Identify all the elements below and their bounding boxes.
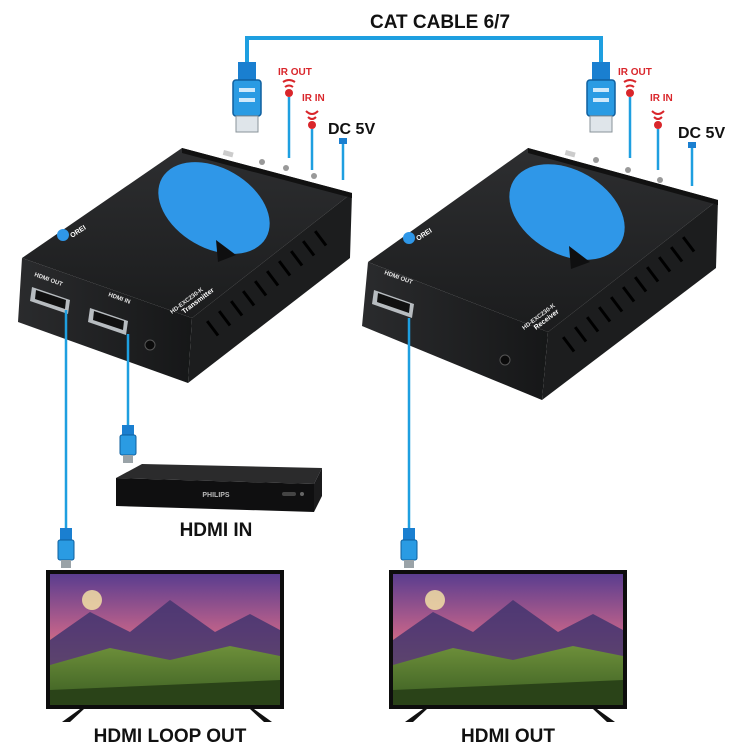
transmitter-hdmi-loop-port: [30, 287, 70, 314]
hdmi-cable-in: [119, 334, 137, 463]
dc-plug-icon: [339, 138, 347, 144]
receiver-dc-indicator: DC 5V: [678, 125, 725, 186]
hdmi-source-device: PHILIPS: [116, 464, 322, 512]
receiver-hdmi-out-port: [372, 290, 414, 318]
receiver-logo-oval: [509, 164, 625, 260]
hdmi-in-label: HDMI IN: [180, 520, 253, 541]
tv-loop-out: [46, 570, 284, 722]
transmitter-brand-icon: [57, 229, 69, 241]
svg-text:IR IN: IR IN: [302, 93, 325, 104]
svg-text:DC 5V: DC 5V: [328, 121, 375, 138]
transmitter-vents: [206, 230, 328, 337]
ir-in-icon: [308, 121, 316, 129]
transmitter-unit: OREI HD-EXC230-K Transmitter HDMI OUT HD…: [18, 148, 352, 383]
receiver-brand-icon: [403, 232, 415, 244]
transmitter-dc-indicator: DC 5V: [328, 121, 375, 180]
tv-hdmi-out: [389, 570, 627, 722]
receiver-vents: [562, 236, 696, 353]
transmitter-hdmi-in-port: [88, 308, 128, 335]
svg-text:IR OUT: IR OUT: [278, 67, 312, 78]
dc-plug-icon: [688, 142, 696, 148]
receiver-ir-out-indicator: IR OUT: [618, 67, 652, 158]
hdmi-loop-out-label: HDMI LOOP OUT: [94, 726, 247, 747]
hdmi-cable-loop-out: [57, 310, 75, 568]
ir-in-icon: [654, 121, 662, 129]
transmitter-ir-sensor: [144, 339, 156, 351]
svg-text:IR IN: IR IN: [650, 93, 673, 104]
ir-out-icon: [626, 89, 634, 97]
hdmi-cable-out: [400, 318, 418, 568]
svg-text:DC 5V: DC 5V: [678, 125, 725, 142]
ir-out-icon: [285, 89, 293, 97]
rj45-connector-right: [586, 62, 616, 133]
source-device-brand: PHILIPS: [202, 492, 230, 499]
receiver-ir-sensor: [499, 354, 511, 366]
svg-text:IR OUT: IR OUT: [618, 67, 652, 78]
receiver-ir-in-indicator: IR IN: [650, 93, 673, 170]
hdmi-out-label: HDMI OUT: [461, 726, 555, 747]
cat-cable: CAT CABLE 6/7: [245, 12, 603, 118]
cat-cable-label: CAT CABLE 6/7: [370, 12, 510, 33]
transmitter-logo-oval: [158, 162, 270, 254]
receiver-unit: OREI HD-EXC230-K Receiver HDMI OUT: [362, 148, 718, 400]
rj45-connector-left: [232, 62, 262, 133]
transmitter-ir-in-indicator: IR IN: [302, 93, 325, 170]
transmitter-ir-out-indicator: IR OUT: [278, 67, 312, 158]
